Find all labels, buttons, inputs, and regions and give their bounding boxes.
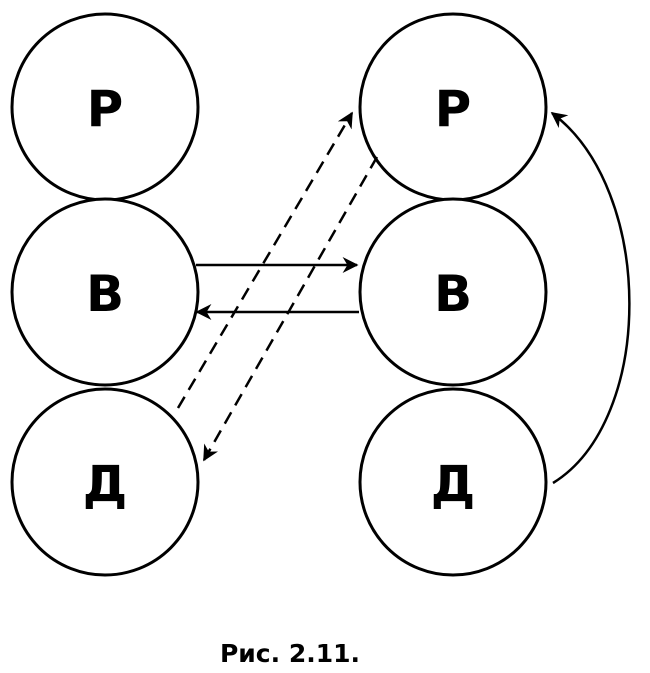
parent-to-child-dashed-arrow	[202, 156, 379, 462]
right-parent-label: Р	[435, 80, 472, 138]
right-adult-label: В	[434, 265, 472, 323]
left-adult-label: В	[86, 265, 124, 323]
right-parent-node: Р	[358, 12, 548, 202]
right-adult-node: В	[358, 197, 548, 387]
child-to-parent-dashed-arrow	[176, 111, 354, 409]
left-child-label: Д	[83, 455, 128, 513]
left-adult-node: В	[10, 197, 200, 387]
figure-caption: Рис. 2.11.	[220, 639, 360, 668]
left-child-node: Д	[10, 387, 200, 577]
right-child-label: Д	[431, 455, 476, 513]
right-child-node: Д	[358, 387, 548, 577]
left-parent-label: Р	[87, 80, 124, 138]
child-to-parent-curved-arrow	[550, 111, 631, 485]
left-parent-node: Р	[10, 12, 200, 202]
